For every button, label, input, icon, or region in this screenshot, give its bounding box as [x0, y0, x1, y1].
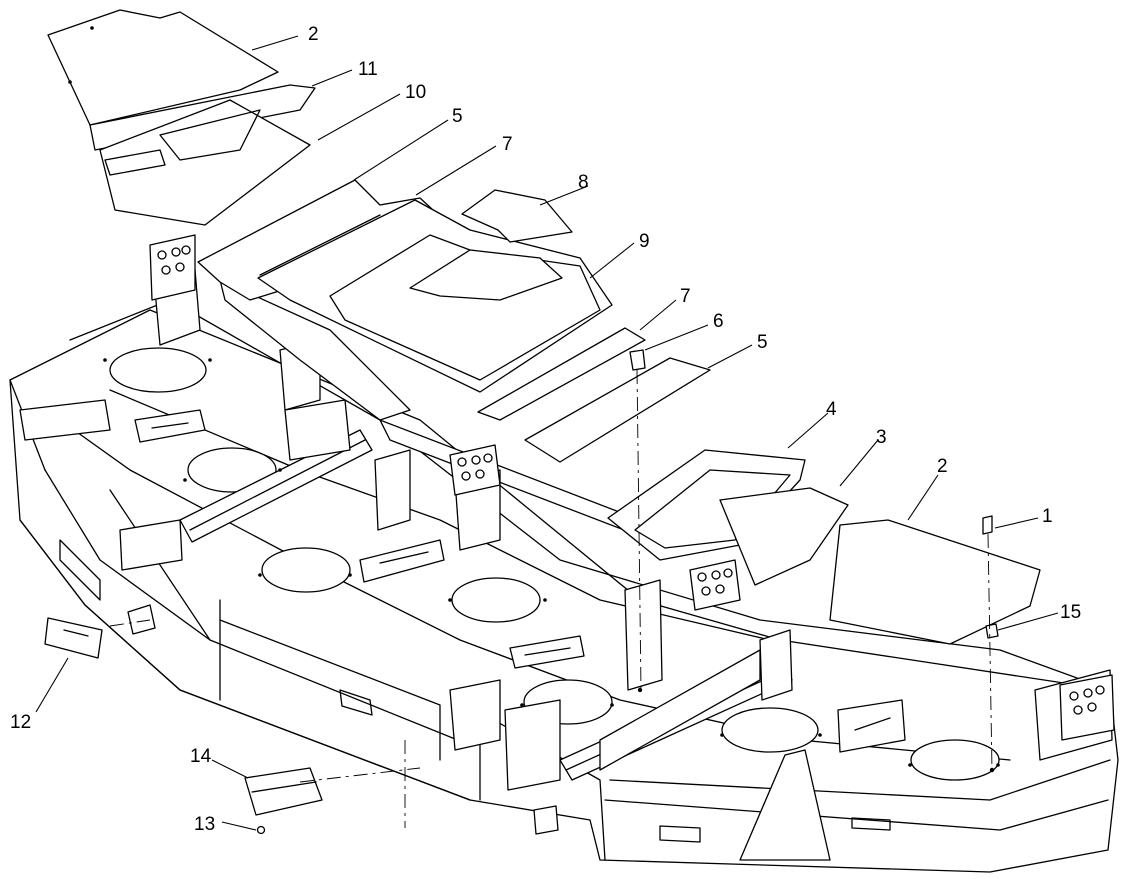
- assembly-centerlines: [109, 369, 993, 828]
- mower-deck: [9, 234, 1119, 873]
- callout-leaders: [35, 35, 1059, 831]
- callout-13: 13: [194, 814, 215, 835]
- lower-strip-plates: [477, 327, 711, 463]
- left-cover-plate: [47, 9, 279, 126]
- callout-6: 6: [713, 311, 724, 332]
- callout-7-lower: 7: [680, 286, 691, 307]
- callout-9: 9: [639, 231, 650, 252]
- center-cover-plate: [257, 199, 613, 393]
- screw-part-13: [256, 825, 266, 835]
- callout-3: 3: [876, 427, 887, 448]
- callout-4: 4: [826, 399, 837, 420]
- cover-part-14: [244, 767, 323, 816]
- callout-5-top: 5: [452, 106, 463, 127]
- callout-5-lower: 5: [757, 332, 768, 353]
- right-cover-plate: [829, 519, 1041, 645]
- callout-11: 11: [358, 59, 378, 80]
- callout-1: 1: [1042, 506, 1053, 527]
- callout-2-right: 2: [937, 456, 948, 477]
- callout-8: 8: [578, 172, 589, 193]
- callout-14: 14: [190, 746, 212, 767]
- nut-part-15: [985, 623, 999, 639]
- mount-part-12: [44, 617, 103, 659]
- callout-12: 12: [10, 712, 31, 733]
- callout-10: 10: [405, 82, 426, 103]
- callout-15: 15: [1060, 602, 1081, 623]
- fastener-part-1: [982, 515, 993, 535]
- right-baffle: [719, 487, 849, 586]
- callout-2-top: 2: [308, 24, 319, 45]
- left-shield-bracket: [89, 84, 316, 226]
- callout-labels: 2 11 10 5 7 8 9 7 6 5 4 3 2 1 15 12 14 1…: [10, 24, 1081, 835]
- callout-7-top: 7: [502, 134, 513, 155]
- bolt-part-6: [629, 349, 646, 371]
